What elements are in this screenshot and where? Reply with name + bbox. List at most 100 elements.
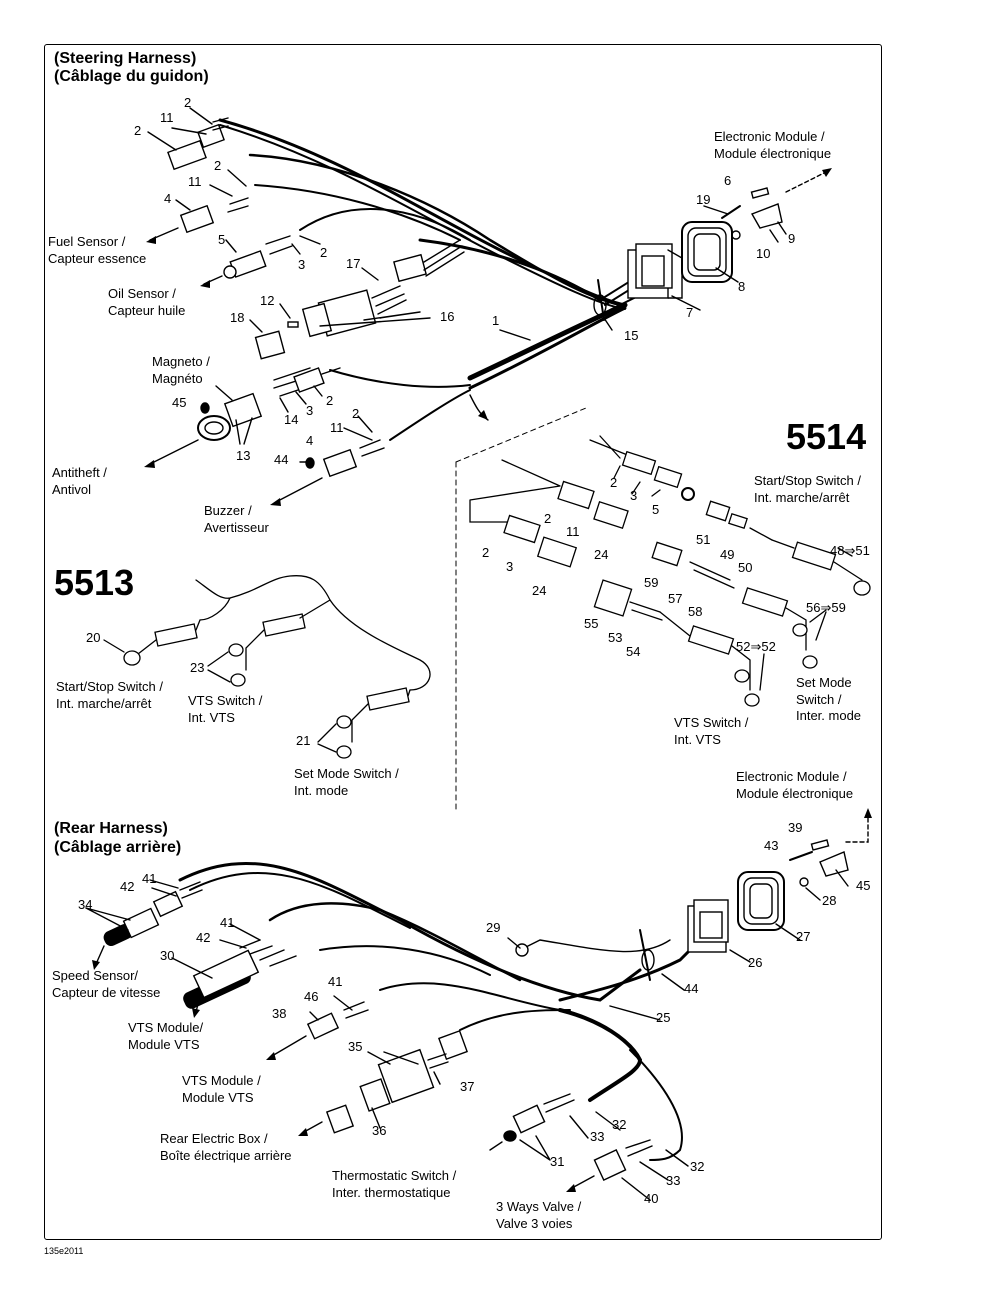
- callout-41: 41: [220, 915, 235, 930]
- label-fuel-sensor-1: Fuel Sensor /: [48, 234, 126, 249]
- callout-50: 50: [738, 560, 753, 575]
- label-buzzer-1: Buzzer /: [204, 503, 252, 518]
- label-vts-module-b-1: VTS Module /: [182, 1073, 261, 1088]
- callout-2: 2: [320, 245, 328, 260]
- detail-5514-drawing: [469, 435, 871, 707]
- callout-4: 4: [306, 433, 314, 448]
- callout-33: 33: [590, 1129, 605, 1144]
- label-vts-5514-1: VTS Switch /: [674, 715, 749, 730]
- label-setmode-5513-2: Int. mode: [294, 783, 349, 798]
- rear-title-en: (Rear Harness): [54, 820, 168, 837]
- callout-52-52: 52⇒52: [736, 639, 776, 654]
- callout-2: 2: [326, 393, 334, 408]
- callout-41: 41: [142, 871, 157, 886]
- callout-32: 32: [690, 1159, 705, 1174]
- label-magneto-2: Magnéto: [152, 371, 203, 386]
- label-vts-module-b-2: Module VTS: [182, 1090, 254, 1105]
- callout-2: 2: [610, 475, 618, 490]
- label-antitheft-2: Antivol: [52, 482, 92, 497]
- callout-16: 16: [440, 309, 455, 324]
- label-setmode-5514-2: Switch /: [796, 692, 842, 707]
- callout-22: 2: [134, 123, 142, 138]
- callout-3: 3: [630, 488, 638, 503]
- callout-19: 19: [696, 192, 711, 207]
- callout-31: 31: [550, 1154, 565, 1169]
- model-5514-label: 5514: [786, 416, 867, 457]
- diagram-frame: [44, 44, 882, 1240]
- callout-46: 46: [304, 989, 319, 1004]
- callout-2: 2: [544, 511, 552, 526]
- callout-11: 11: [566, 524, 580, 539]
- callout-21: 21: [296, 733, 311, 748]
- label-startstop-5514-2: Int. marche/arrêt: [754, 490, 850, 505]
- label-vts-5513-2: Int. VTS: [188, 710, 235, 725]
- label-startstop-5513-2: Int. marche/arrêt: [56, 696, 152, 711]
- label-rear-box-2: Boîte électrique arrière: [160, 1148, 292, 1163]
- label-vts-5514-2: Int. VTS: [674, 732, 721, 747]
- callout-25: 25: [656, 1010, 671, 1025]
- callout-3: 3: [298, 257, 306, 272]
- callout-14: 14: [284, 412, 299, 427]
- callout-51: 51: [696, 532, 711, 547]
- label-vts-module-a-2: Module VTS: [128, 1037, 200, 1052]
- label-speed-sensor-2: Capteur de vitesse: [52, 985, 161, 1000]
- callout-13: 13: [236, 448, 251, 463]
- rear-harness-drawing: [85, 808, 872, 1201]
- callout-4: 4: [164, 191, 172, 206]
- callout-5: 5: [218, 232, 226, 247]
- callout-35: 35: [348, 1039, 363, 1054]
- callout-18: 18: [230, 310, 245, 325]
- callout-10: 10: [756, 246, 771, 261]
- callout-3: 3: [506, 559, 514, 574]
- label-valve-1: 3 Ways Valve /: [496, 1199, 582, 1214]
- label-electronic-module-bot-1: Electronic Module /: [736, 769, 847, 784]
- callout-37: 37: [460, 1079, 475, 1094]
- label-magneto-1: Magneto /: [152, 354, 210, 369]
- label-buzzer-2: Avertisseur: [204, 520, 269, 535]
- callout-15: 15: [624, 328, 639, 343]
- callout-42: 42: [120, 879, 135, 894]
- callout-7: 7: [686, 305, 694, 320]
- callout-32: 32: [612, 1117, 627, 1132]
- callout-38: 38: [272, 1006, 287, 1021]
- label-electronic-module-top-1: Electronic Module /: [714, 129, 825, 144]
- callout-55: 55: [584, 616, 599, 631]
- callout-36: 36: [372, 1123, 387, 1138]
- callout-34: 34: [78, 897, 93, 912]
- callout-54: 54: [626, 644, 641, 659]
- label-oil-sensor-2: Capteur huile: [108, 303, 186, 318]
- label-vts-5513-1: VTS Switch /: [188, 693, 263, 708]
- callout-3: 3: [306, 403, 314, 418]
- callout-33: 33: [666, 1173, 681, 1188]
- callout-45: 45: [172, 395, 187, 410]
- callout-11: 11: [330, 420, 344, 435]
- callout-57: 57: [668, 591, 683, 606]
- callout-9: 9: [788, 231, 796, 246]
- callout-56-59: 56⇒59: [806, 600, 846, 615]
- callout-5: 5: [652, 502, 660, 517]
- label-rear-box-1: Rear Electric Box /: [160, 1131, 268, 1146]
- callout-59: 59: [644, 575, 659, 590]
- callout-2: 2: [214, 158, 222, 173]
- callout-11: 11: [188, 174, 202, 189]
- label-electronic-module-top-2: Module électronique: [714, 146, 832, 161]
- label-oil-sensor-1: Oil Sensor /: [108, 286, 176, 301]
- label-thermo-2: Inter. thermostatique: [332, 1185, 451, 1200]
- figure-code: 135e2011: [44, 1246, 84, 1256]
- callout-39: 39: [788, 820, 803, 835]
- label-thermo-1: Thermostatic Switch /: [332, 1168, 457, 1183]
- callout-30: 30: [160, 948, 175, 963]
- callout-45: 45: [856, 878, 871, 893]
- callout-43: 43: [764, 838, 779, 853]
- callout-44: 44: [274, 452, 289, 467]
- callout-11: 11: [160, 110, 174, 125]
- label-setmode-5514-3: Inter. mode: [796, 708, 862, 723]
- callout-42: 42: [196, 930, 211, 945]
- callout-1: 1: [492, 313, 500, 328]
- callout-41: 41: [328, 974, 343, 989]
- callout-8: 8: [738, 279, 746, 294]
- callout-29: 29: [486, 920, 501, 935]
- detail-5513-drawing: [103, 574, 431, 759]
- label-fuel-sensor-2: Capteur essence: [48, 251, 147, 266]
- callout-2: 2: [482, 545, 490, 560]
